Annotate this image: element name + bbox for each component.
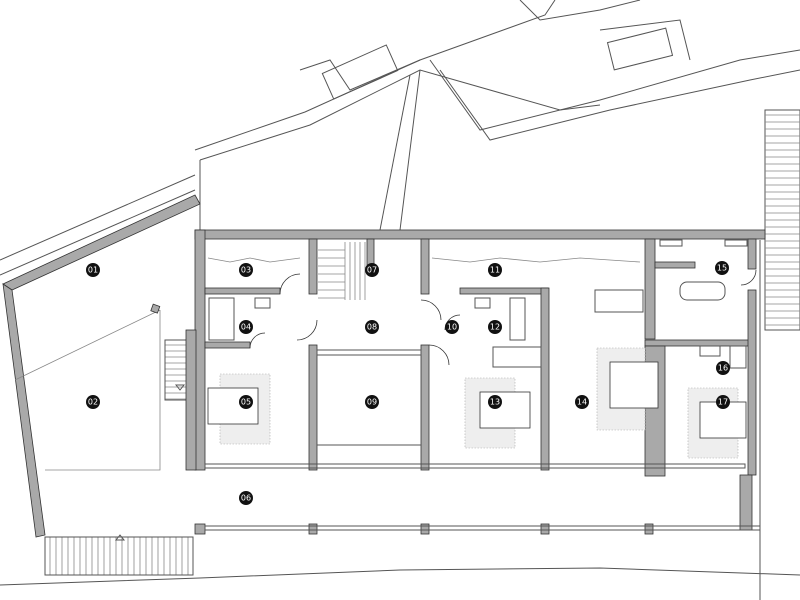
svg-text:11: 11 [490, 266, 500, 275]
svg-text:12: 12 [490, 323, 500, 332]
room-label-10: 10 [445, 320, 459, 334]
svg-text:06: 06 [241, 494, 251, 503]
room-label-09: 09 [365, 395, 379, 409]
terrace-left [2, 194, 201, 576]
room-label-16: 16 [716, 361, 730, 375]
svg-text:17: 17 [718, 398, 728, 407]
stairs-upper [321, 27, 800, 331]
room-label-13: 13 [488, 395, 502, 409]
site-outline [0, 0, 800, 276]
beds [207, 347, 747, 459]
svg-text:16: 16 [718, 364, 728, 373]
room-label-14: 14 [575, 395, 589, 409]
room-label-06: 06 [239, 491, 253, 505]
svg-text:13: 13 [490, 398, 500, 407]
room-label-08: 08 [365, 320, 379, 334]
room-label-02: 02 [86, 395, 100, 409]
svg-text:03: 03 [241, 266, 251, 275]
svg-text:09: 09 [367, 398, 377, 407]
svg-text:15: 15 [717, 264, 727, 273]
svg-text:01: 01 [88, 266, 98, 275]
svg-text:05: 05 [241, 398, 251, 407]
room-label-15: 15 [715, 261, 729, 275]
room-label-12: 12 [488, 320, 502, 334]
fixtures [207, 239, 757, 369]
room-label-17: 17 [716, 395, 730, 409]
room-label-11: 11 [488, 263, 502, 277]
walls [0, 229, 800, 600]
svg-text:14: 14 [577, 398, 587, 407]
room-label-04: 04 [239, 320, 253, 334]
svg-text:04: 04 [241, 323, 251, 332]
svg-text:02: 02 [88, 398, 98, 407]
room-label-07: 07 [365, 263, 379, 277]
svg-text:10: 10 [447, 323, 457, 332]
room-label-01: 01 [86, 263, 100, 277]
room-label-05: 05 [239, 395, 253, 409]
stair-treads [49, 114, 800, 575]
svg-text:07: 07 [367, 266, 377, 275]
svg-text:08: 08 [367, 323, 377, 332]
room-label-03: 03 [239, 263, 253, 277]
